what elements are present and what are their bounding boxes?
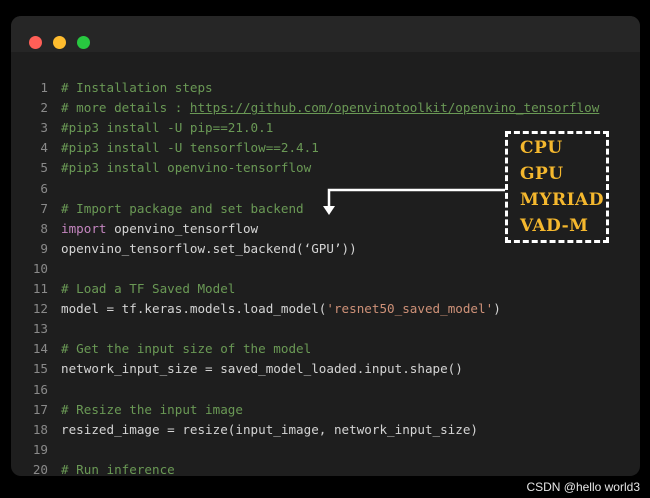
code-text: # Load a TF Saved Model xyxy=(61,279,235,299)
code-token: # Installation steps xyxy=(61,80,213,95)
line-number: 20 xyxy=(32,461,48,476)
line-number: 17 xyxy=(32,401,48,417)
line-number: 5 xyxy=(40,160,48,176)
code-line: 5 #pip3 install openvino-tensorflow xyxy=(11,158,640,178)
code-line: 6 xyxy=(11,179,640,199)
code-token: resized_image = resize(input_image, netw… xyxy=(61,421,479,437)
line-number: 10 xyxy=(32,260,48,276)
code-line: 19 xyxy=(11,440,640,460)
line-number: 13 xyxy=(32,321,48,337)
code-text: # Resize the input image xyxy=(61,400,243,420)
code-token: # Load a TF Saved Model xyxy=(61,281,236,296)
code-line: 11 # Load a TF Saved Model xyxy=(11,279,640,299)
code-text: import openvino_tensorflow xyxy=(61,219,258,239)
watermark: CSDN @hello world3 xyxy=(526,480,640,494)
backend-option-cpu: CPU xyxy=(520,138,563,158)
line-number: 7 xyxy=(40,200,48,216)
code-token: #pip3 install openvino-tensorflow xyxy=(61,160,312,176)
code-text: #pip3 install -U tensorflow==2.4.1 xyxy=(61,138,319,158)
line-number: 15 xyxy=(32,361,48,377)
code-token: model = tf.keras.models.load_model( xyxy=(61,301,327,317)
code-text: # Import package and set backend xyxy=(61,199,304,219)
code-text: openvino_tensorflow.set_backend(‘GPU’)) xyxy=(61,239,357,259)
code-line: 2 # more details : https://github.com/ope… xyxy=(11,98,640,118)
backend-options-box: CPU GPU MYRIAD VAD-M xyxy=(505,131,609,243)
code-token: import xyxy=(61,220,107,236)
code-text: # Installation steps xyxy=(61,78,213,98)
minimize-window-button[interactable] xyxy=(53,36,66,49)
code-editor-window: 1 # Installation steps 2 # more details : h… xyxy=(11,16,640,476)
code-token: openvino_tensorflow.set_backend(‘GPU’)) xyxy=(61,240,357,256)
code-text: # Get the input size of the model xyxy=(61,339,311,359)
code-line: 20 # Run inference xyxy=(11,460,640,476)
line-number: 6 xyxy=(40,180,48,196)
code-line: 8 import openvino_tensorflow xyxy=(11,219,640,239)
line-number: 19 xyxy=(32,441,48,457)
line-number: 8 xyxy=(40,220,48,236)
line-number: 18 xyxy=(32,421,48,437)
maximize-window-button[interactable] xyxy=(77,36,90,49)
code-line: 17 # Resize the input image xyxy=(11,400,640,420)
window-titlebar xyxy=(11,16,640,52)
backend-option-gpu: GPU xyxy=(520,164,564,184)
code-text: #pip3 install openvino-tensorflow xyxy=(61,158,311,178)
line-number: 11 xyxy=(32,281,48,296)
code-text: model = tf.keras.models.load_model('resn… xyxy=(61,299,501,319)
line-number: 9 xyxy=(40,240,48,256)
code-token: # Resize the input image xyxy=(61,401,243,417)
close-window-button[interactable] xyxy=(29,36,42,49)
code-token: # more details : xyxy=(61,100,190,116)
code-token: 'resnet50_saved_model' xyxy=(326,301,494,317)
code-token: # Import package and set backend xyxy=(61,200,304,216)
code-link[interactable]: https://github.com/openvinotoolkit/openv… xyxy=(189,100,600,116)
code-token: openvino_tensorflow xyxy=(106,220,259,236)
code-line: 1 # Installation steps xyxy=(11,78,640,98)
code-line: 14 # Get the input size of the model xyxy=(11,339,640,359)
code-line: 18 resized_image = resize(input_image, ne… xyxy=(11,420,640,440)
line-number: 2 xyxy=(40,100,48,116)
line-number: 16 xyxy=(32,381,48,397)
code-token: network_input_size = saved_model_loaded.… xyxy=(61,361,463,377)
line-number: 4 xyxy=(40,140,48,156)
code-text: resized_image = resize(input_image, netw… xyxy=(61,420,478,440)
backend-option-myriad: MYRIAD xyxy=(520,190,604,210)
code-text: network_input_size = saved_model_loaded.… xyxy=(61,359,463,379)
code-text: # more details : https://github.com/open… xyxy=(61,98,599,118)
code-token: # Get the input size of the model xyxy=(61,341,312,357)
code-line: 13 xyxy=(11,319,640,339)
line-number: 14 xyxy=(32,341,48,357)
code-token: # Run inference xyxy=(61,461,175,476)
code-line: 12 model = tf.keras.models.load_model('re… xyxy=(11,299,640,319)
code-line: 9 openvino_tensorflow.set_backend(‘GPU’)) xyxy=(11,239,640,259)
backend-option-vad-m: VAD-M xyxy=(520,216,589,236)
code-token: ) xyxy=(493,301,501,317)
code-line: 10 xyxy=(11,259,640,279)
code-line: 7 # Import package and set backend xyxy=(11,199,640,219)
code-line: 15 network_input_size = saved_model_loade… xyxy=(11,359,640,379)
code-line: 16 xyxy=(11,380,640,400)
code-line: 3 #pip3 install -U pip==21.0.1 xyxy=(11,118,640,138)
code-token: #pip3 install -U pip==21.0.1 xyxy=(61,120,274,136)
code-line: 4 #pip3 install -U tensorflow==2.4.1 xyxy=(11,138,640,158)
code-text: # Run inference xyxy=(61,460,175,476)
line-number: 3 xyxy=(40,120,48,136)
line-number: 12 xyxy=(32,301,48,317)
code-text: #pip3 install -U pip==21.0.1 xyxy=(61,118,273,138)
code-token: #pip3 install -U tensorflow==2.4.1 xyxy=(61,140,319,156)
line-number: 1 xyxy=(40,80,48,95)
